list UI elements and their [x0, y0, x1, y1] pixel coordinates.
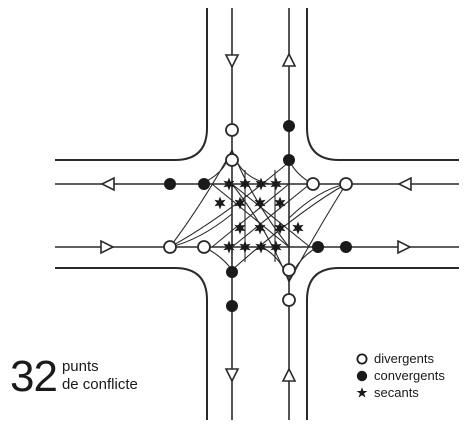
secant-point: [270, 177, 282, 191]
divergent-point: [282, 293, 296, 307]
arrow-down-icon: [224, 368, 240, 383]
arrow-up-icon: [281, 367, 297, 382]
secant-point: [254, 196, 266, 210]
divergent-point: [225, 123, 239, 137]
secant-point: [234, 196, 246, 210]
conflict-count: 32 punts de conflicte: [10, 355, 138, 399]
secant-point: [239, 240, 251, 254]
open-circle-icon: [356, 353, 368, 364]
divergent-point: [163, 240, 177, 254]
divergent-point: [225, 153, 239, 167]
secant-point: [239, 177, 251, 191]
divergent-point: [282, 263, 296, 277]
secant-point: [274, 221, 286, 235]
convergent-point: [226, 266, 238, 278]
convergent-point: [340, 241, 352, 253]
secant-point: [254, 221, 266, 235]
direction-arrows: [100, 52, 412, 383]
arrow-left-icon: [397, 176, 412, 192]
star-icon: [356, 386, 368, 398]
legend-label: divergents: [374, 351, 434, 366]
arrow-right-icon: [100, 239, 115, 255]
divergent-points: [163, 123, 353, 307]
legend-item-secants: secants: [356, 384, 445, 401]
filled-circle-icon: [356, 370, 368, 381]
secant-point: [214, 196, 226, 210]
arrow-down-icon: [224, 54, 240, 69]
divergent-point: [339, 177, 353, 191]
secant-point: [292, 221, 304, 235]
secant-point: [223, 240, 235, 254]
road-edges: [55, 8, 459, 420]
convergent-point: [312, 241, 324, 253]
legend: divergents convergents secants: [356, 350, 445, 401]
secant-point: [234, 221, 246, 235]
convergent-point: [283, 154, 295, 166]
secant-point: [255, 240, 267, 254]
legend-item-convergents: convergents: [356, 367, 445, 384]
divergent-point: [306, 177, 320, 191]
arrow-left-icon: [100, 176, 115, 192]
conflict-label-line1: punts: [61, 358, 99, 375]
convergent-point: [198, 178, 210, 190]
legend-label: convergents: [374, 368, 445, 383]
turning-paths: [169, 149, 347, 283]
conflict-count-label: punts de conflicte: [62, 358, 138, 394]
conflict-count-number: 32: [10, 352, 58, 401]
convergent-point: [226, 300, 238, 312]
secant-points: [214, 177, 304, 254]
arrow-up-icon: [281, 52, 297, 67]
secant-point: [223, 177, 235, 191]
convergent-points: [164, 120, 352, 312]
legend-label: secants: [374, 385, 419, 400]
convergent-point: [164, 178, 176, 190]
conflict-label-line2: de conflicte: [61, 376, 138, 393]
secant-point: [270, 240, 282, 254]
secant-point: [255, 177, 267, 191]
divergent-point: [197, 240, 211, 254]
arrow-right-icon: [397, 239, 412, 255]
legend-item-divergents: divergents: [356, 350, 445, 367]
secant-point: [274, 196, 286, 210]
convergent-point: [283, 120, 295, 132]
